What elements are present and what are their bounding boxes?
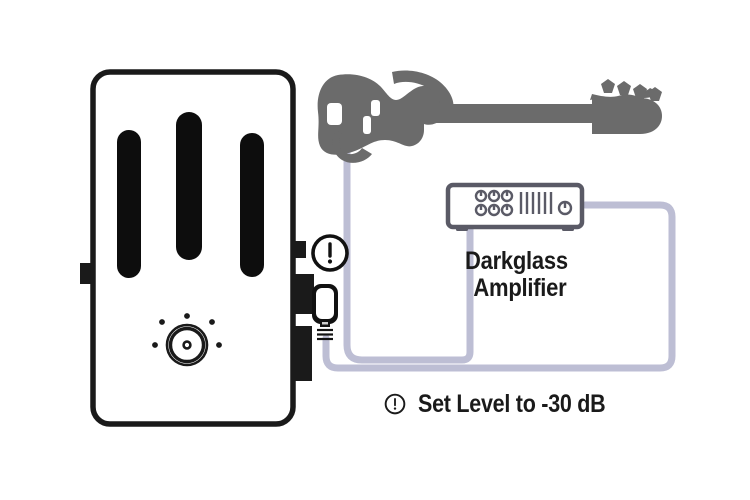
jack-plug-connector [312,284,338,341]
cable-amp-to-pedal [322,201,676,372]
amp-knobs-bottom [474,203,514,217]
strain-relief-rings [317,328,333,341]
amplifier-label-line2: Amplifier [473,274,567,302]
amp-power-knob [557,200,573,216]
darkglass-amplifier [445,182,585,231]
amplifier-label-line1: Darkglass [465,247,568,275]
stripe-center [176,112,202,260]
effects-pedal[interactable] [80,69,314,427]
caption-warning-exclamation-icon [384,393,406,415]
amplifier-label: Darkglass Amplifier [465,248,568,302]
cable-guitar-to-amp [343,148,474,364]
amp-eq-sliders [519,192,553,214]
stripe-right [240,133,264,277]
set-level-caption: Set Level to -30 dB [418,390,606,418]
knob-indicator-dots [152,313,222,348]
bass-guitar [317,70,662,163]
level-knob[interactable] [152,313,222,367]
warning-exclamation-icon [311,234,349,272]
stripe-left [117,130,141,278]
amp-knobs-top [474,189,514,203]
tuning-pegs [601,79,662,101]
